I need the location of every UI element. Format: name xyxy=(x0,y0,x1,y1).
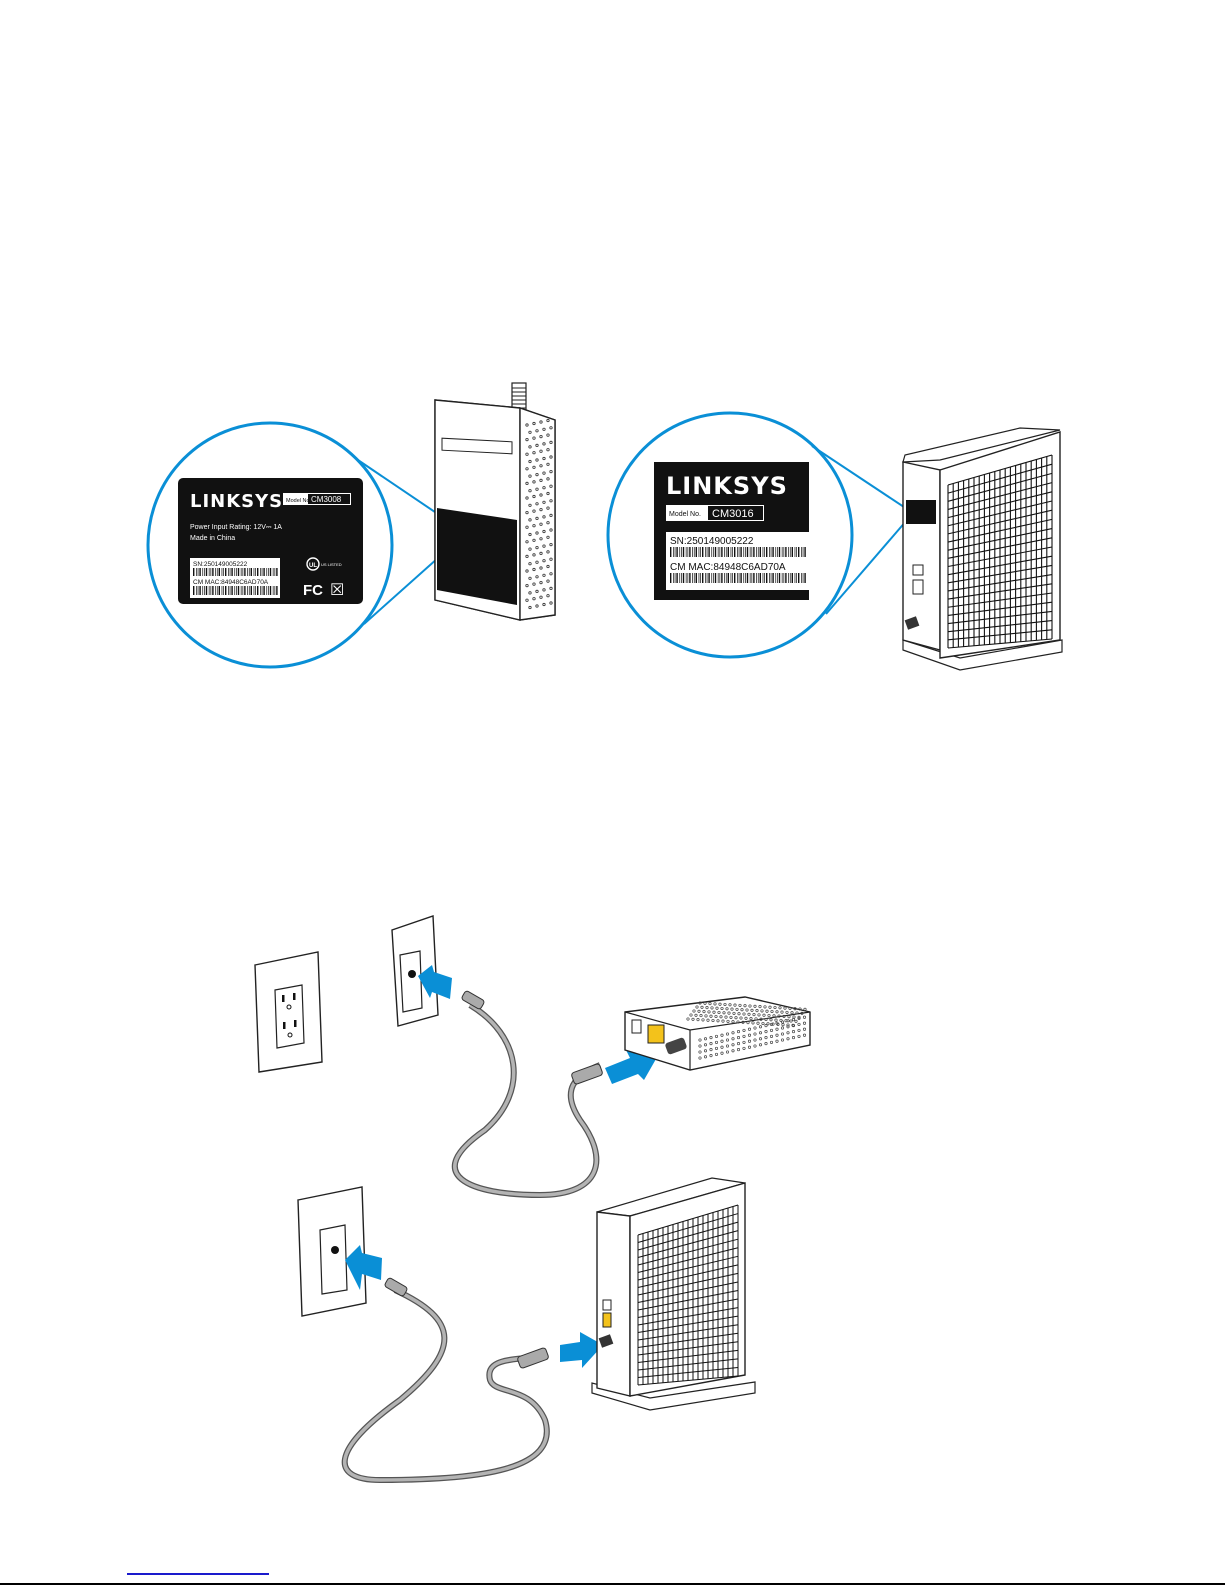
modem-cm3008-icon xyxy=(624,996,811,1071)
arrow-icon xyxy=(345,1245,382,1290)
brand-logo: LINKSYS xyxy=(666,472,788,500)
coax-wall-jack-icon xyxy=(297,1186,367,1317)
coax-cable-icon xyxy=(451,1002,602,1199)
fcc-icon: FC xyxy=(303,582,323,599)
arrow-icon xyxy=(560,1332,603,1368)
mac-address: CM MAC:84948C6AD70A xyxy=(670,562,786,573)
made-in: Made in China xyxy=(190,535,235,542)
arrow-icon xyxy=(605,1050,660,1084)
model-prefix: Model No. xyxy=(669,511,701,518)
barcode-mac xyxy=(193,586,278,595)
coax-wall-jack-icon xyxy=(391,915,439,1027)
pointer-line-bottom-right xyxy=(825,512,914,615)
modem-cm3008-icon xyxy=(434,382,556,621)
power-rating: Power Input Rating: 12V⎓ 1A xyxy=(190,524,282,531)
footer-rule xyxy=(0,1583,1225,1585)
power-outlet-icon xyxy=(254,951,323,1073)
label-cm3016: LINKSYS Model No. CM3016 SN:250149005222… xyxy=(654,462,809,600)
model-prefix: Model No. xyxy=(286,498,312,504)
barcode-sn xyxy=(193,568,278,576)
serial-number: SN:250149005222 xyxy=(670,536,754,547)
modem-cm3016-icon xyxy=(591,1177,756,1411)
label-location-figure: LINKSYS Model No. CM3008 Power Input Rat… xyxy=(0,380,1225,680)
coax-cable-icon xyxy=(341,1287,550,1484)
mac-address: CM MAC:84948C6AD70A xyxy=(193,579,269,586)
pointer-line-top-right xyxy=(811,445,914,514)
label-cm3008: LINKSYS Model No. CM3008 Power Input Rat… xyxy=(178,478,363,604)
footer-link[interactable] xyxy=(127,1573,269,1575)
ul-listed: US LISTED xyxy=(321,562,342,567)
model-number: CM3008 xyxy=(311,495,342,504)
serial-number: SN:250149005222 xyxy=(193,561,248,568)
model-number: CM3016 xyxy=(712,508,754,520)
ul-icon xyxy=(306,557,320,571)
modem-cm3016-icon xyxy=(902,427,1063,671)
svg-text:UL: UL xyxy=(309,563,317,569)
brand-logo: LINKSYS xyxy=(190,491,283,512)
weee-icon: ☒ xyxy=(330,582,344,599)
barcode-mac xyxy=(670,573,806,583)
connection-figure xyxy=(254,915,811,1484)
barcode-sn xyxy=(670,547,806,557)
arrow-icon xyxy=(418,965,452,999)
